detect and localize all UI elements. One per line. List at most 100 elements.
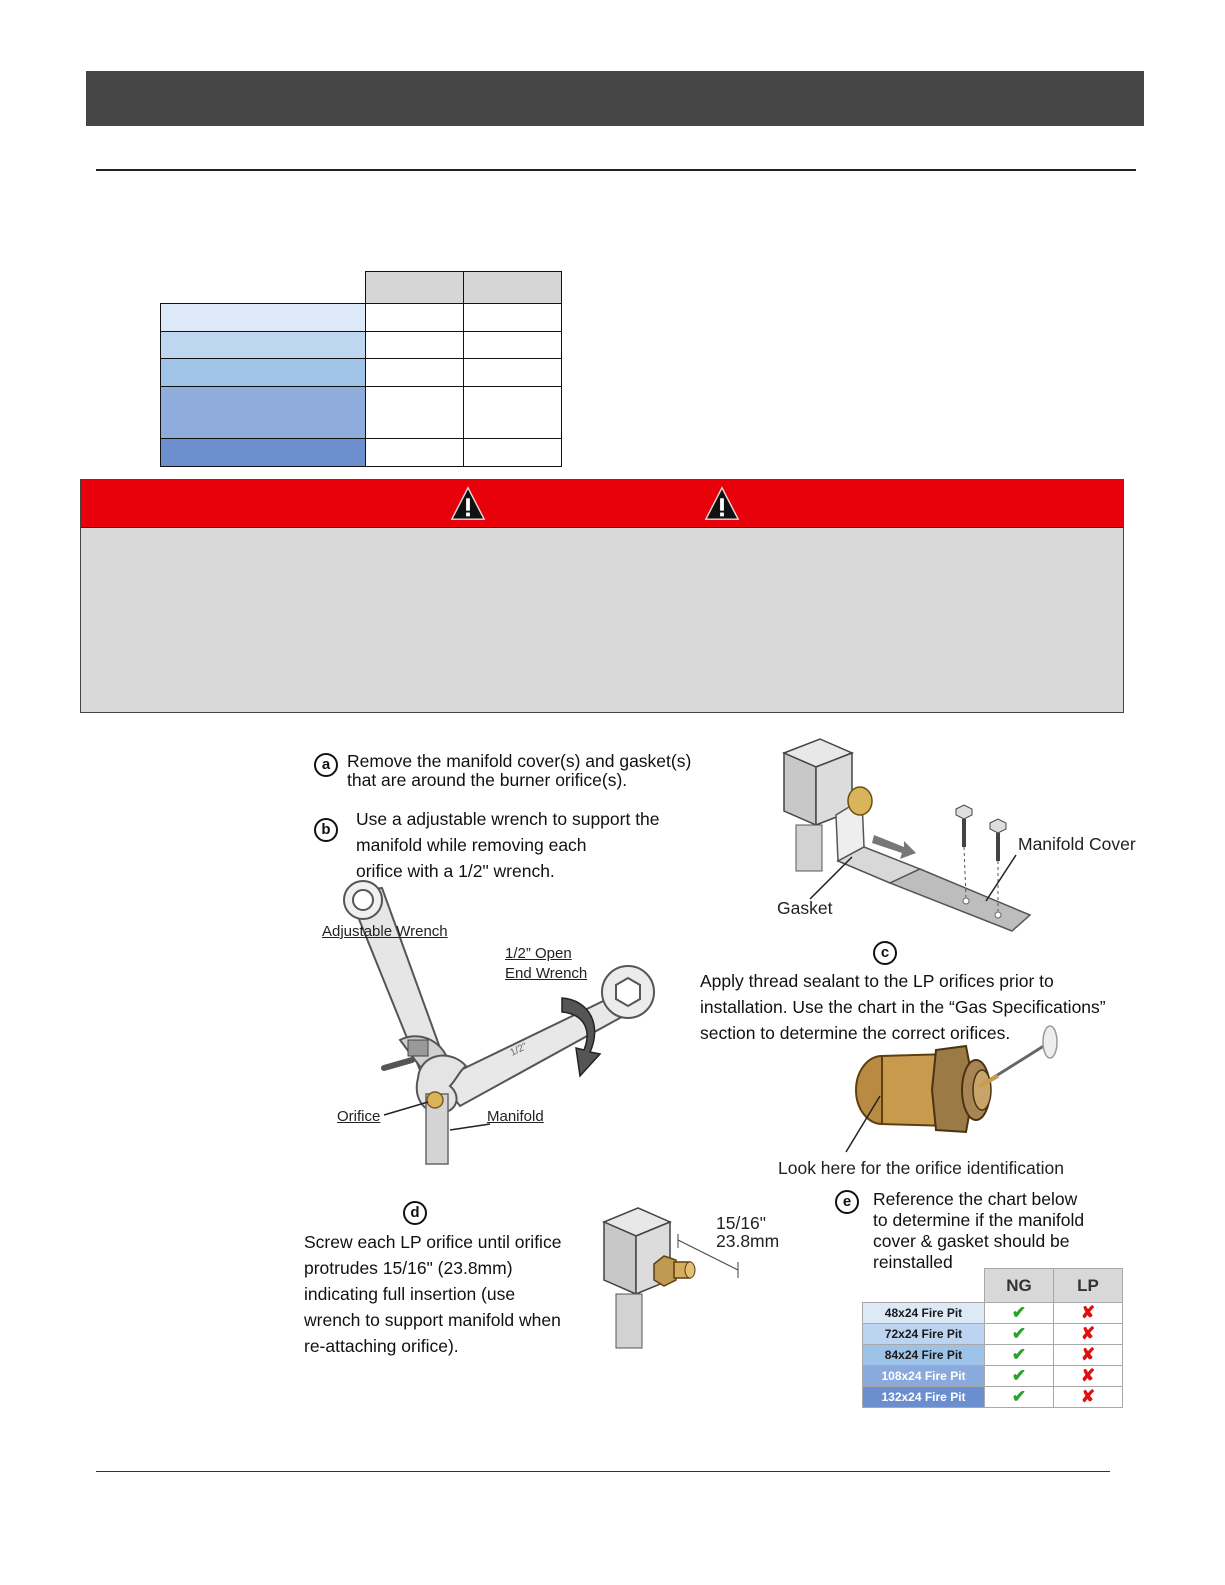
text-line: Reference the chart below [873, 1189, 1078, 1209]
table-cell [463, 331, 562, 359]
manifold-cover-illustration [782, 738, 1032, 932]
chart-row-name: 108x24 Fire Pit [862, 1365, 985, 1387]
text-line: reinstalled [873, 1252, 953, 1272]
table-row-label [160, 438, 366, 467]
chart-row-name: 48x24 Fire Pit [862, 1302, 985, 1324]
text-line: Screw each LP orifice until orifice [304, 1232, 562, 1252]
chart-row-name: 84x24 Fire Pit [862, 1344, 985, 1366]
chart-col-lp: LP [1053, 1268, 1123, 1303]
table-cell [365, 303, 464, 332]
text-line: cover & gasket should be [873, 1231, 1070, 1251]
table-row-label [160, 331, 366, 359]
chart-row-name: 72x24 Fire Pit [862, 1323, 985, 1345]
text-line: manifold while removing each [356, 835, 587, 855]
dimension-inch-label: 15/16" [716, 1213, 767, 1233]
orifice-label: Orifice [337, 1108, 381, 1125]
orifice-protrusion-illustration [602, 1207, 739, 1349]
check-icon: ✔ [984, 1365, 1054, 1387]
step-e-text: Reference the chart below to determine i… [873, 1189, 1084, 1273]
table-corner [161, 272, 366, 304]
table-cell [365, 386, 464, 439]
dimension-mm-label: 23.8mm [716, 1231, 780, 1251]
cross-icon: ✘ [1053, 1344, 1123, 1366]
table-row: 132x24 Fire Pit ✔ ✘ [862, 1386, 1123, 1408]
text-line: section to determine the correct orifice… [700, 1023, 1011, 1043]
check-icon: ✔ [984, 1386, 1054, 1408]
warning-box [80, 479, 1124, 713]
step-marker-e: e [835, 1190, 859, 1214]
check-icon: ✔ [984, 1302, 1054, 1324]
adjustable-wrench-label: Adjustable Wrench [322, 923, 448, 940]
table-cell [365, 358, 464, 387]
reinstall-chart: NG LP 48x24 Fire Pit ✔ ✘ 72x24 Fire Pit … [862, 1268, 1123, 1408]
cross-icon: ✘ [1053, 1365, 1123, 1387]
table-header-lp [463, 271, 562, 304]
text-line: re-attaching orifice). [304, 1336, 459, 1356]
step-marker-a: a [314, 753, 338, 777]
cross-icon: ✘ [1053, 1302, 1123, 1324]
table-row: 108x24 Fire Pit ✔ ✘ [862, 1365, 1123, 1387]
table-cell [463, 386, 562, 439]
cross-icon: ✘ [1053, 1323, 1123, 1345]
text-line: Remove the manifold cover(s) and gasket(… [347, 751, 692, 771]
chart-col-ng: NG [984, 1268, 1054, 1303]
footer-divider [96, 1471, 1110, 1472]
manifold-label: Manifold [487, 1108, 544, 1125]
text-line: wrench to support manifold when [304, 1310, 561, 1330]
manifold-cover-label: Manifold Cover [1018, 834, 1136, 854]
table-header-ng [365, 271, 464, 304]
text-line: installation. Use the chart in the “Gas … [700, 997, 1106, 1017]
cross-icon: ✘ [1053, 1386, 1123, 1408]
orifice-identification-label: Look here for the orifice identification [778, 1158, 1064, 1178]
table-cell [463, 438, 562, 467]
step-a-text: Remove the manifold cover(s) and gasket(… [347, 752, 691, 790]
section-divider [96, 169, 1136, 171]
table-cell [463, 358, 562, 387]
table-cell [463, 303, 562, 332]
open-end-wrench-label-line2: End Wrench [505, 965, 588, 982]
open-end-wrench-graphic: 1/2" [415, 965, 655, 1114]
step-marker-c: c [873, 941, 897, 965]
chart-corner [863, 1269, 985, 1303]
table-row: 84x24 Fire Pit ✔ ✘ [862, 1344, 1123, 1366]
step-b-text: Use a adjustable wrench to support the m… [356, 806, 660, 884]
table-row-label [160, 386, 366, 439]
text-line: protrudes 15/16" (23.8mm) [304, 1258, 513, 1278]
text-line: that are around the burner orifice(s). [347, 770, 628, 790]
step-marker-d: d [403, 1201, 427, 1225]
orifice-graphic [653, 1255, 696, 1287]
text-line: orifice with a 1/2" wrench. [356, 861, 555, 881]
table-row-label [160, 358, 366, 387]
step-marker-b: b [314, 818, 338, 842]
rotation-arrow-icon [561, 997, 602, 1078]
orifice-graphic [847, 786, 873, 816]
text-line: indicating full insertion (use [304, 1284, 516, 1304]
step-c-text: Apply thread sealant to the LP orifices … [700, 968, 1106, 1046]
text-line: to determine if the manifold [873, 1210, 1085, 1230]
manifold-block-graphic [782, 738, 854, 872]
drill-bit-graphic [979, 1025, 1058, 1088]
chart-row-name: 132x24 Fire Pit [862, 1386, 985, 1408]
check-icon: ✔ [984, 1344, 1054, 1366]
warning-triangle-icon [450, 486, 486, 520]
wrench-illustration: 1/2" [343, 880, 655, 1165]
warning-triangle-icon [704, 486, 740, 520]
gasket-graphic [835, 797, 1032, 932]
gasket-label: Gasket [777, 898, 833, 918]
adjustable-wrench-graphic [343, 880, 452, 1082]
table-row: 72x24 Fire Pit ✔ ✘ [862, 1323, 1123, 1345]
direction-arrow-icon [872, 835, 916, 859]
table-cell [365, 331, 464, 359]
gas-spec-table [160, 271, 562, 467]
screw-graphic [955, 804, 1007, 911]
orifice-graphic [855, 1044, 992, 1134]
open-end-wrench-label-line1: 1/2” Open [505, 945, 572, 962]
table-row-label [160, 303, 366, 332]
check-icon: ✔ [984, 1323, 1054, 1345]
table-row: 48x24 Fire Pit ✔ ✘ [862, 1302, 1123, 1324]
text-line: Apply thread sealant to the LP orifices … [700, 971, 1054, 991]
orifice-graphic [426, 1091, 444, 1109]
step-d-text: Screw each LP orifice until orifice prot… [304, 1229, 561, 1359]
orifice-closeup-illustration [845, 1025, 1058, 1153]
section-header-bar [86, 71, 1144, 126]
